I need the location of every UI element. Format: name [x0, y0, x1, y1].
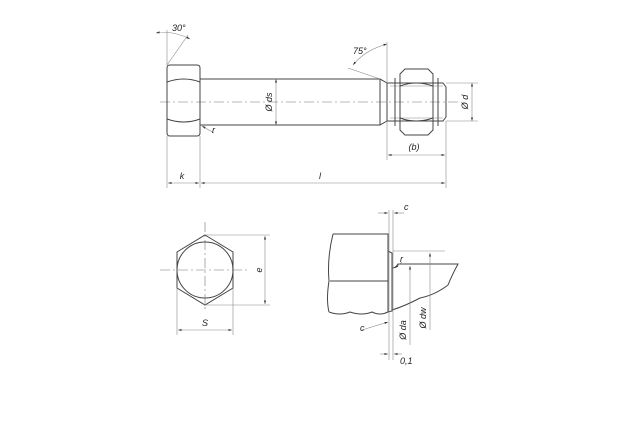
across-flats-label: S: [202, 318, 208, 328]
side-view: Ø ds Ø d k l (b) 30° 75° r: [155, 23, 478, 188]
nut: [394, 68, 439, 136]
chamfer-angle-label: 75°: [353, 46, 367, 56]
radius-label: r: [212, 125, 216, 135]
bearing-diameter-label: Ø dw: [418, 307, 428, 330]
end-view: e S: [160, 222, 270, 335]
thread-length-label: (b): [409, 142, 420, 152]
washer-height-top-label: c: [404, 202, 409, 212]
bolt-shank: [200, 78, 388, 126]
thread: [387, 82, 447, 122]
bolt-head: [166, 64, 201, 137]
tolerance-label: 0,1: [400, 356, 413, 366]
bearing-circle: [176, 241, 234, 299]
head-angle-label: 30°: [172, 23, 186, 33]
transition-diameter-label: Ø da: [398, 320, 408, 341]
washer-height-bottom-label: c: [360, 323, 365, 333]
detail-radius-label: r: [400, 254, 404, 264]
shank-diameter-label: Ø ds: [264, 92, 274, 113]
across-corners-label: e: [254, 267, 264, 272]
thread-diameter-label: Ø d: [460, 94, 470, 111]
head-height-label: k: [180, 171, 185, 181]
detail-view: c r Ø da Ø dw c 0,1: [327, 202, 459, 366]
length-label: l: [319, 171, 322, 181]
